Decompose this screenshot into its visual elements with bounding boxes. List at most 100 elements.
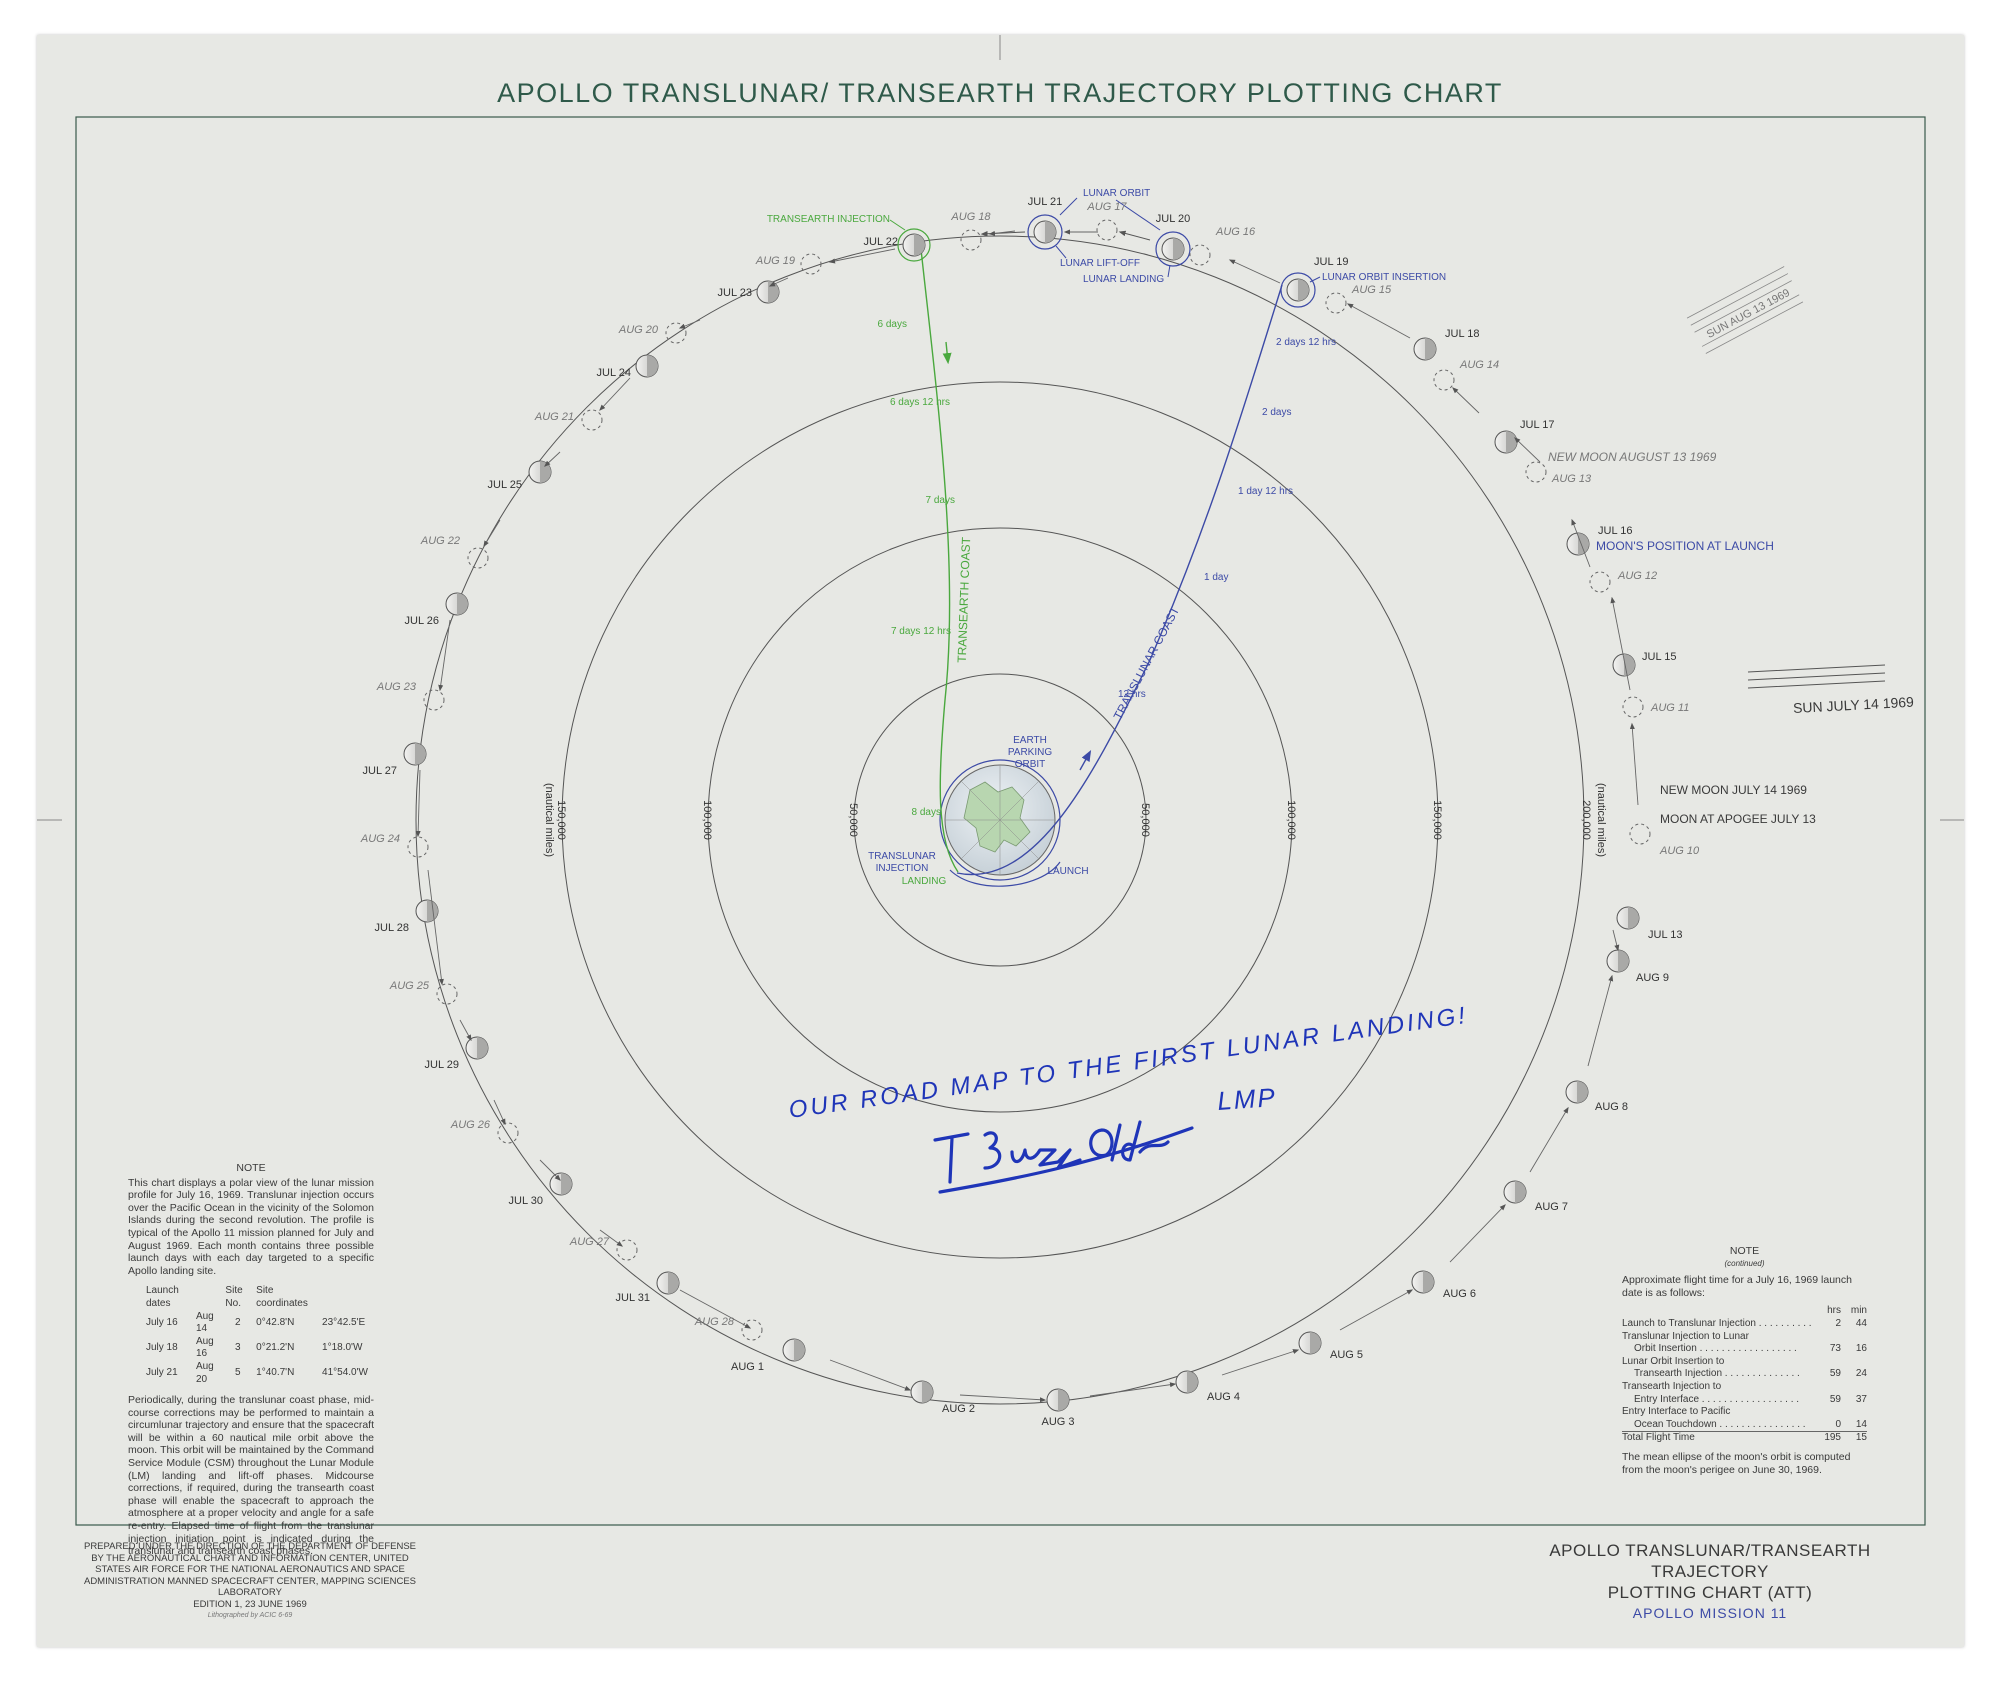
moon-label-aug-8: AUG 8 — [1595, 1101, 1628, 1113]
moon-label-aug-4: AUG 4 — [1207, 1391, 1240, 1403]
moon-label-aug-14: AUG 14 — [1459, 359, 1499, 371]
cell — [1815, 1381, 1841, 1394]
transearth-markers: TRANSEARTH COAST 6 days 6 days 12 hrs 7 … — [878, 319, 974, 818]
moon-position-jul-21 — [1033, 220, 1057, 244]
moon-motion-arrow — [459, 1019, 472, 1042]
th-site-no: Site No. — [225, 1285, 243, 1309]
moon-shadow — [1628, 907, 1639, 929]
moon-shadow — [668, 1272, 679, 1294]
moon-label-jul-16: JUL 16 — [1598, 525, 1632, 537]
note-left: NOTE This chart displays a polar view of… — [128, 1162, 374, 1558]
cell: 59 — [1829, 1368, 1841, 1380]
cell: Orbit Insertion . . . . . . . . . . . . … — [1634, 1343, 1797, 1355]
note-left-heading: NOTE — [236, 1162, 266, 1174]
moon-shadow — [415, 743, 426, 765]
prepared-text: PREPARED UNDER THE DIRECTION OF THE DEPA… — [83, 1541, 416, 1598]
moon-position-dashed-aug-15 — [1325, 292, 1347, 314]
ring-label-50000-left: 50,000 — [847, 803, 859, 837]
moon-shadow — [540, 461, 551, 483]
moon-label-jul-15: JUL 15 — [1642, 651, 1676, 663]
moon-label-aug-3: AUG 3 — [1041, 1416, 1074, 1428]
ring-label-150000-right: 150,000 — [1431, 800, 1443, 840]
title-block-mission: APOLLO MISSION 11 — [1632, 1605, 1788, 1621]
inscription-role: LMP — [1216, 1082, 1277, 1116]
moon-position-jul-18 — [1413, 337, 1437, 361]
cell — [1622, 1305, 1815, 1318]
moon-label-aug-21: AUG 21 — [534, 411, 574, 423]
ring-label-unit-right: (nautical miles) — [1595, 783, 1607, 857]
cell — [1841, 1331, 1867, 1344]
signature-stroke-3 — [1010, 1148, 1082, 1170]
moon-shadow — [1425, 338, 1436, 360]
moon-shadow — [1578, 533, 1589, 555]
table-row: Lunar Orbit Insertion to — [1622, 1356, 1867, 1369]
moon-motion-arrow — [1610, 596, 1631, 691]
moon-label-aug-9: AUG 9 — [1636, 972, 1669, 984]
cell: 37 — [1855, 1393, 1867, 1405]
moon-position-dashed-aug-24 — [407, 836, 429, 858]
moon-position-aug-7 — [1503, 1180, 1527, 1204]
moon-shadow — [1577, 1081, 1588, 1103]
lunar-lift-off-leader — [1055, 245, 1067, 259]
moon-dashed-circle — [800, 253, 822, 275]
moon-label-aug-22: AUG 22 — [420, 535, 460, 547]
ring-label-150000-left: 150,000 — [555, 800, 567, 840]
translunar-marker-1day: 1 day — [1204, 572, 1228, 583]
cell: 3 — [235, 1342, 241, 1354]
cell: 1°18.0'W — [322, 1342, 363, 1354]
landing-label: LANDING — [902, 876, 947, 887]
moon-motion-arrow — [493, 1099, 506, 1126]
transearth-injection-leader — [889, 219, 906, 231]
moon-position-jul-28 — [415, 899, 439, 923]
note-left-para2: Periodically, during the translunar coas… — [128, 1394, 374, 1558]
moon-shadow — [922, 1381, 933, 1403]
moon-dashed-circle — [1629, 823, 1651, 845]
moon-motion-arrow — [828, 248, 896, 264]
th-blank-2 — [322, 1285, 374, 1310]
cell: 2 — [1835, 1317, 1841, 1329]
moon-label-aug-28: AUG 28 — [694, 1316, 735, 1328]
transearth-marker-6days12: 6 days 12 hrs — [890, 397, 950, 408]
translunar-trajectory — [949, 284, 1283, 887]
cell: Transearth Injection . . . . . . . . . .… — [1634, 1368, 1800, 1380]
moon-position-dashed-aug-18 — [960, 229, 982, 251]
neat-line — [75, 116, 1926, 1526]
table-row: Transearth Injection to — [1622, 1381, 1867, 1394]
moon-position-jul-29 — [465, 1036, 489, 1060]
moon-dashed-circle — [1589, 571, 1611, 593]
table-row: Ocean Touchdown . . . . . . . . . . . . … — [1622, 1419, 1867, 1432]
cell — [1841, 1381, 1867, 1394]
moon-dashed-circle — [665, 322, 687, 344]
signature-underline — [938, 1126, 1194, 1194]
moon-shadow — [1423, 1271, 1434, 1293]
moon-position-jul-13 — [1616, 906, 1640, 930]
th-launch-dates: Launch dates — [146, 1285, 179, 1309]
moon-dashed-circle — [467, 547, 489, 569]
moon-label-jul-26: JUL 26 — [405, 615, 439, 627]
stamp-aug13: SUN AUG 13 1969 — [1686, 266, 1804, 354]
moon-shadow — [1298, 279, 1309, 301]
cell: 2 — [235, 1316, 241, 1328]
moon-motion-arrow — [544, 451, 561, 467]
cell — [1841, 1356, 1867, 1369]
table-row: Translunar Injection to Lunar — [1622, 1331, 1867, 1344]
moon-dashed-circle — [581, 409, 603, 431]
moon-label-aug-6: AUG 6 — [1443, 1288, 1476, 1300]
moon-shadow — [561, 1173, 572, 1195]
moon-label-aug-16: AUG 16 — [1215, 226, 1256, 238]
table-row: July 21 Aug 20 5 1°40.7'N 41°54.0'W — [146, 1361, 374, 1386]
lunar-landing-label: LUNAR LANDING — [1083, 274, 1164, 285]
moon-shadow — [427, 900, 438, 922]
moon-label-aug-23: AUG 23 — [376, 681, 417, 693]
moon-position-dashed-aug-23 — [423, 689, 445, 711]
cell: 59 — [1829, 1393, 1841, 1405]
col-hrs: hrs — [1827, 1305, 1841, 1317]
cell: Lunar Orbit Insertion to — [1622, 1355, 1725, 1367]
cell — [1841, 1406, 1867, 1419]
cell: Aug 16 — [195, 1335, 214, 1360]
cell: 14 — [1855, 1418, 1867, 1430]
ring-label-100000-left: 100,000 — [701, 800, 713, 840]
moon-position-jul-22 — [902, 233, 926, 257]
table-row: Entry Interface . . . . . . . . . . . . … — [1622, 1394, 1867, 1407]
